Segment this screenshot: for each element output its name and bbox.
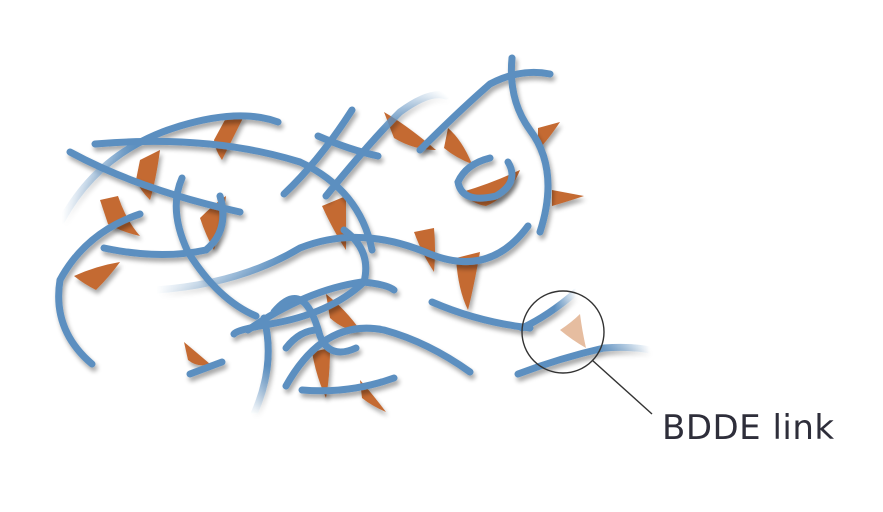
- hyaluronic-fiber: [66, 148, 244, 216]
- hyaluronic-fiber: [298, 374, 398, 395]
- hyaluronic-fiber: [250, 314, 272, 418]
- hyaluronic-fiber: [100, 192, 227, 259]
- hyaluronic-fiber: [507, 54, 552, 236]
- bdde-link-highlighted: [560, 314, 586, 348]
- hyaluronic-fiber: [322, 91, 450, 200]
- bdde-link-label: BDDE link: [662, 408, 835, 448]
- bdde-crosslink: [100, 196, 140, 236]
- hyaluronic-fiber: [282, 326, 322, 352]
- bdde-crosslink: [74, 262, 120, 290]
- bdde-crosslink: [456, 252, 480, 310]
- bdde-crosslink: [444, 128, 472, 164]
- crosslink-group: [74, 112, 584, 412]
- bdde-crosslink: [184, 342, 210, 366]
- hyaluronic-fiber: [55, 210, 144, 368]
- hyaluronic-fiber: [186, 358, 226, 378]
- hyaluronic-fiber: [428, 298, 534, 332]
- bdde-crosslink: [312, 348, 330, 398]
- bdde-crosslink: [538, 122, 560, 150]
- callout-leader-line: [591, 359, 653, 415]
- fiber-group: [55, 54, 654, 418]
- hyaluronic-fiber: [282, 324, 474, 390]
- callout-circle: [521, 290, 605, 374]
- hyaluronic-fiber: [314, 132, 382, 160]
- hyaluronic-fiber: [58, 112, 282, 224]
- bdde-crosslink: [552, 190, 584, 206]
- hyaluronic-fiber: [280, 106, 356, 198]
- hyaluronic-fiber: [416, 68, 554, 154]
- bdde-crosslink: [214, 116, 244, 160]
- hyaluronic-fiber: [270, 295, 360, 356]
- bdde-crosslink: [384, 112, 436, 150]
- hyaluronic-fiber: [514, 343, 654, 378]
- hyaluronic-fiber: [91, 137, 376, 254]
- hyaluronic-fiber: [454, 154, 516, 202]
- hyaluronic-fiber: [518, 288, 580, 332]
